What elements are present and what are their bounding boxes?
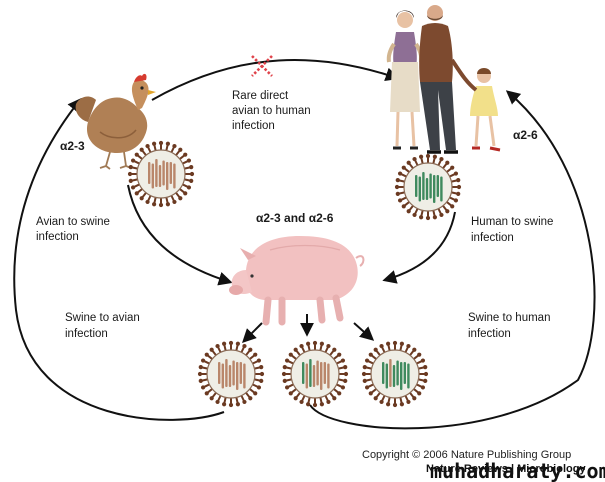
swine-to-avian-line-2: infection [65,328,108,340]
avian-to-swine-line-1: Avian to swine [36,216,110,228]
swine-to-human-line-1: Swine to human [468,312,550,324]
arrow-swine-to-human [309,90,596,430]
human-to-swine-label: Human to swine infection [471,216,553,244]
virion-reassortant-avian-icon [197,340,265,408]
virion-spikes [197,340,265,408]
rare-direct-line-1: Rare direct [232,90,289,102]
avian-to-swine-line-2: infection [36,231,79,243]
virion-spikes [361,340,429,408]
rare-direct-line-3: infection [232,120,275,132]
pig-icon [229,236,365,326]
human-to-swine-line-1: Human to swine [471,216,553,228]
swine-to-human-line-2: infection [468,328,511,340]
swine-to-human-label: Swine to human infection [468,312,550,340]
arrow-human-to-swine [382,211,456,284]
swine-to-avian-label: Swine to avian infection [65,312,140,340]
virion-spikes [127,140,195,208]
rare-direct-label: Rare direct avian to human infection [232,90,311,132]
arrow-swine-to-virion-left [242,322,263,343]
arrow-avian-to-human [151,59,400,101]
virion-rna-segments [148,159,176,190]
transmission-arrows [13,59,596,430]
avian-to-swine-label: Avian to swine infection [36,216,110,243]
swine-receptor-label: α2-3 and α2-6 [256,211,334,225]
virion-spikes [394,153,462,221]
rare-direct-line-2: avian to human [232,105,311,117]
avian-receptor-label: α2-3 [60,139,85,153]
virion-rna-segments [415,172,443,203]
copyright-text: Copyright © 2006 Nature Publishing Group [362,449,571,461]
arrow-swine-to-virion-right [353,322,375,341]
human-receptor-label: α2-6 [513,128,538,142]
swine-to-avian-line-1: Swine to avian [65,312,140,324]
human-to-swine-line-2: infection [471,232,514,244]
blocked-transmission-x-icon [251,55,273,77]
virion-rna-segments [218,359,246,390]
journal-credit: Nature Reviews | Microbiology [426,463,586,475]
virion-reassortant-mixed-icon [281,340,349,408]
watermark-text: muhadharaty.com [430,459,605,482]
family-icon [386,5,501,154]
virion-rna-segments [382,359,410,390]
virion-spikes [281,340,349,408]
arrow-swine-to-avian [13,97,225,421]
virion-avian-icon [127,140,195,208]
virion-reassortant-human-icon [361,340,429,408]
virion-human-icon [394,153,462,221]
hen-icon [75,73,156,170]
arrow-avian-to-swine [127,184,233,286]
virion-rna-segments [302,359,330,390]
